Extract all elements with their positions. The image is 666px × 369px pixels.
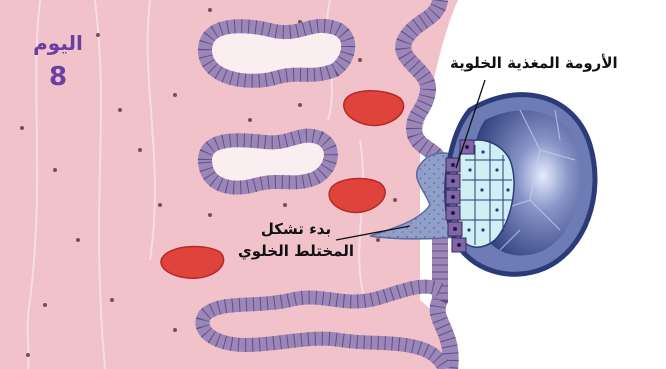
label-syncytiotrophoblast: الأرومة المغذية الخلوية (450, 54, 666, 72)
label-mesoderm-line1: بدء تشكل (226, 218, 366, 240)
label-mesoderm: بدء تشكل المختلط الخلوي (226, 218, 366, 262)
day-number: 8 (28, 62, 88, 92)
day-title: اليوم (28, 30, 88, 56)
label-mesoderm-line2: المختلط الخلوي (226, 240, 366, 262)
uterine-gland-middle (205, 136, 331, 188)
uterine-gland-upper (205, 26, 348, 81)
